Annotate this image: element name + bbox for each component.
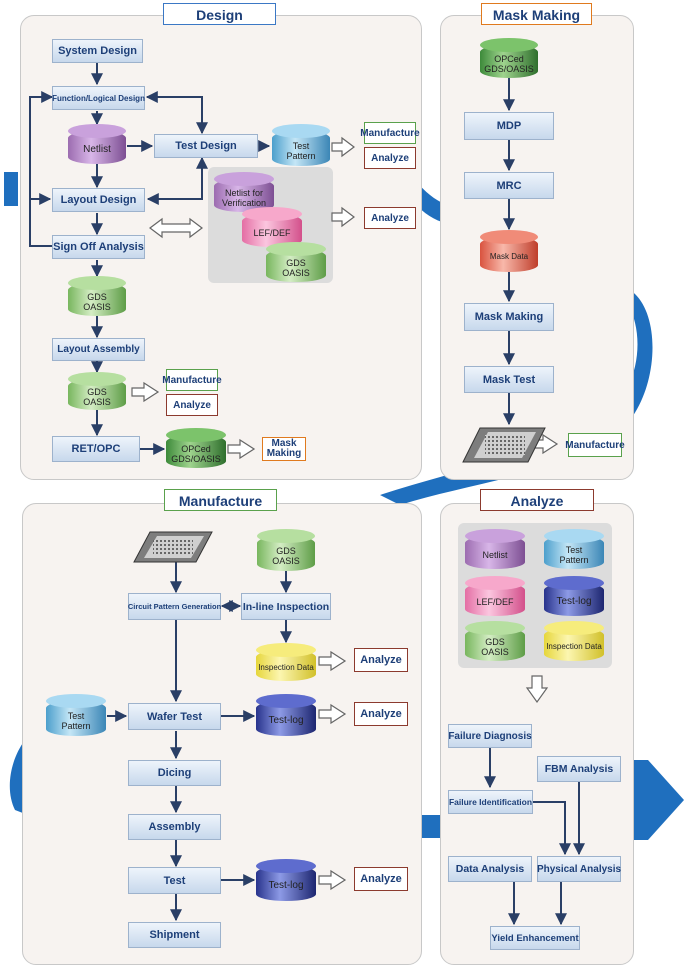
test-pattern-manufacture-db: Test Pattern xyxy=(46,694,106,736)
failure-identification-box[interactable]: Failure Identification xyxy=(448,790,533,814)
mask-making-title: Mask Making xyxy=(481,3,592,25)
dicing-box[interactable]: Dicing xyxy=(128,760,221,786)
mask-test-box[interactable]: Mask Test xyxy=(464,366,554,393)
mrc-box[interactable]: MRC xyxy=(464,172,554,199)
assembly-box[interactable]: Assembly xyxy=(128,814,221,840)
mask-making-box[interactable]: Mask Making xyxy=(464,303,554,331)
gds-oasis-db-1: GDS OASIS xyxy=(68,276,126,316)
test-log-analyze-db: Test-log xyxy=(544,576,604,616)
inspection-data-db: Inspection Data xyxy=(256,643,316,681)
yield-enhancement-box[interactable]: Yield Enhancement xyxy=(490,926,580,950)
test-design-box[interactable]: Test Design xyxy=(154,134,258,158)
function-logical-design-box[interactable]: Function/Logical Design xyxy=(52,86,145,110)
netlist-db: Netlist xyxy=(68,124,126,164)
analyze-tag-2[interactable]: Analyze xyxy=(364,207,416,229)
lef-def-db: LEF/DEF xyxy=(242,207,302,247)
design-title: Design xyxy=(163,3,276,25)
test-log-db-2: Test-log xyxy=(256,859,316,901)
test-log-db-1: Test-log xyxy=(256,694,316,736)
analyze-tag-4[interactable]: Analyze xyxy=(354,648,408,672)
system-design-box[interactable]: System Design xyxy=(52,39,143,63)
circuit-pattern-generation-box[interactable]: Circuit Pattern Generation xyxy=(128,593,221,620)
analyze-title: Analyze xyxy=(480,489,594,511)
gds-oasis-manufacture-db: GDS OASIS xyxy=(257,529,315,571)
test-pattern-db: Test Pattern xyxy=(272,124,330,166)
physical-analysis-box[interactable]: Physical Analysis xyxy=(537,856,621,882)
failure-diagnosis-box[interactable]: Failure Diagnosis xyxy=(448,724,532,748)
netlist-analyze-db: Netlist xyxy=(465,529,525,569)
ret-opc-box[interactable]: RET/OPC xyxy=(52,436,140,462)
manufacture-tag-2[interactable]: Manufacture xyxy=(162,369,222,391)
mask-making-tag[interactable]: Mask Making xyxy=(262,437,306,461)
analyze-tag[interactable]: Analyze xyxy=(364,147,416,169)
opced-gds-mask-db: OPCed GDS/OASIS xyxy=(480,38,538,78)
wafer-test-box[interactable]: Wafer Test xyxy=(128,703,221,730)
lef-def-analyze-db: LEF/DEF xyxy=(465,576,525,616)
mask-manufacture-tag[interactable]: Manufacture xyxy=(565,433,625,457)
gds-oasis-verification-db: GDS OASIS xyxy=(266,242,326,282)
analyze-tag-5[interactable]: Analyze xyxy=(354,702,408,726)
cycle-arrow-exit xyxy=(630,760,684,840)
opced-gds-db: OPCed GDS/OASIS xyxy=(166,428,226,468)
gds-oasis-analyze-db: GDS OASIS xyxy=(465,621,525,661)
inline-inspection-box[interactable]: In-line Inspection xyxy=(241,593,331,620)
mask-data-db: Mask Data xyxy=(480,230,538,272)
cycle-arrow-left-stub xyxy=(4,172,18,206)
inspection-data-analyze-db: Inspection Data xyxy=(544,621,604,661)
layout-design-box[interactable]: Layout Design xyxy=(52,188,145,212)
analyze-tag-3[interactable]: Analyze xyxy=(166,394,218,416)
fbm-analysis-box[interactable]: FBM Analysis xyxy=(537,756,621,782)
test-pattern-analyze-db: Test Pattern xyxy=(544,529,604,569)
layout-assembly-box[interactable]: Layout Assembly xyxy=(52,338,145,361)
shipment-box[interactable]: Shipment xyxy=(128,922,221,948)
gds-oasis-db-2: GDS OASIS xyxy=(68,372,126,410)
manufacture-title: Manufacture xyxy=(164,489,277,511)
test-box[interactable]: Test xyxy=(128,867,221,894)
mdp-box[interactable]: MDP xyxy=(464,112,554,140)
manufacture-tag[interactable]: Manufacture xyxy=(360,122,420,144)
data-analysis-box[interactable]: Data Analysis xyxy=(448,856,532,882)
analyze-tag-6[interactable]: Analyze xyxy=(354,867,408,891)
netlist-for-verification-db: Netlist for Verification xyxy=(214,172,274,212)
sign-off-analysis-box[interactable]: Sign Off Analysis xyxy=(52,235,145,259)
